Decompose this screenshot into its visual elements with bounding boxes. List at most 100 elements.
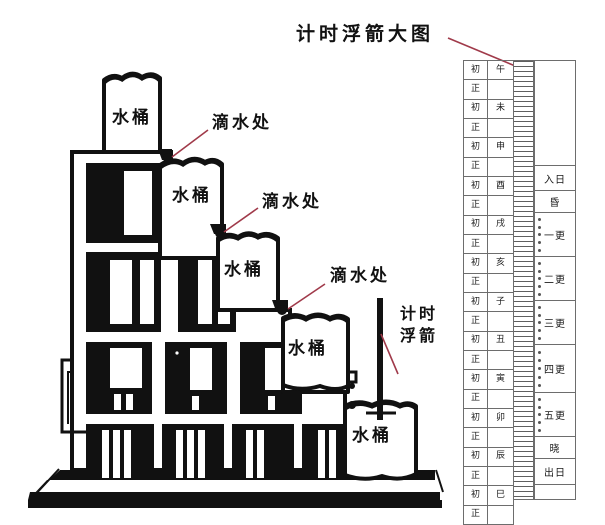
hour-part-cell: 正 [463,156,488,177]
leader-drip-2 [223,207,259,233]
hour-part-cell: 正 [463,465,488,487]
hour-row: 初亥 [463,253,514,274]
hour-part-cell: 初 [463,253,488,274]
hour-row: 初巳 [463,485,514,506]
watch-dot-marks [536,260,543,298]
night-watch-band: 五更 [535,393,575,437]
hour-part-cell: 正 [463,427,488,448]
bucket-label-5: 水桶 [352,426,392,446]
night-watch-band: 出日 [535,459,575,485]
hour-branch-cell: 辰 [487,446,514,467]
hour-part-cell: 初 [463,446,488,467]
hour-branch-cell [487,272,514,293]
hour-row: 初寅 [463,369,514,390]
night-watch-band: 三更 [535,301,575,345]
drip-label-1: 滴水处 [212,113,272,133]
night-watch-label: 三更 [544,319,566,330]
hour-part-cell: 正 [463,117,488,139]
hour-part-cell: 初 [463,137,488,158]
hour-row: 正 [463,388,514,409]
float-rod-label-line1: 计时 [400,304,439,323]
hour-branch-cell [487,233,514,255]
night-watch-label: 昏 [549,198,561,209]
float-rod-scale-column [513,60,534,500]
hour-part-cell: 初 [463,330,488,351]
night-watch-label: 一更 [544,231,566,242]
hour-part-cell: 初 [463,214,488,235]
hour-part-cell: 初 [463,291,488,313]
drip-label-3: 滴水处 [330,266,390,286]
hour-branch-cell: 未 [487,98,514,119]
night-watch-label: 五更 [544,411,566,422]
hour-row: 初辰 [463,446,514,467]
figure-title: 计时浮箭大图 [296,23,435,45]
night-watch-column: 入日昏一更二更三更四更五更晓出日 [534,60,576,500]
hour-part-cell: 正 [463,195,488,216]
bucket-label-1: 水桶 [112,108,152,128]
hour-branch-cell [487,195,514,216]
bucket-label-2: 水桶 [172,186,212,206]
night-watch-band: 四更 [535,345,575,393]
hour-row: 初未 [463,98,514,119]
hour-part-cell: 初 [463,407,488,429]
night-watch-label: 四更 [544,365,566,376]
hour-part-cell: 初 [463,485,488,506]
night-watch-label: 二更 [544,275,566,286]
hour-part-cell: 正 [463,504,488,525]
hour-row: 初申 [463,137,514,158]
hour-branch-cell [487,504,514,525]
hour-part-cell: 正 [463,388,488,409]
time-scale-chart: 初午正初未正初申正初酉正初戌正初亥正初子正初丑正初寅正初卯正初辰正初巳正 入日昏… [463,59,576,525]
float-rod-label-line2: 浮箭 [400,326,439,345]
float-rod [366,298,396,420]
hour-branch-cell [487,156,514,177]
hour-row: 正 [463,79,514,100]
hour-part-cell: 正 [463,311,488,332]
night-watch-band: 二更 [535,257,575,301]
hour-branch-cell [487,79,514,100]
hour-row: 正 [463,427,514,448]
hour-part-cell: 初 [463,59,488,81]
hour-part-cell: 初 [463,98,488,119]
hour-branch-cell: 寅 [487,369,514,390]
bucket-2-shape [158,156,224,260]
bucket-label-3: 水桶 [224,260,264,280]
hour-branch-cell: 丑 [487,330,514,351]
hour-branch-cell: 申 [487,137,514,158]
leader-drip-3 [287,283,326,310]
hour-row: 初戌 [463,214,514,235]
night-watch-band: 昏 [535,191,575,213]
night-watch-label: 晓 [549,444,561,455]
hour-row: 初酉 [463,175,514,197]
hour-table: 初午正初未正初申正初酉正初戌正初亥正初子正初丑正初寅正初卯正初辰正初巳正 [463,59,514,525]
hour-row: 正 [463,504,514,525]
hour-branch-cell [487,311,514,332]
hour-part-cell: 正 [463,79,488,100]
hour-branch-cell [487,388,514,409]
hour-part-cell: 初 [463,175,488,197]
hour-row: 初丑 [463,330,514,351]
bucket-4-shape [281,312,358,394]
hour-branch-cell: 亥 [487,253,514,274]
drip-nozzles [158,149,288,315]
leader-float-rod [380,333,399,375]
hour-branch-cell [487,427,514,448]
hour-row: 正 [463,156,514,177]
hour-branch-cell [487,465,514,487]
night-watch-band: 晓 [535,437,575,459]
hour-row: 初卯 [463,407,514,429]
hour-branch-cell [487,117,514,139]
watch-dot-marks [536,396,543,434]
hour-branch-cell [487,349,514,371]
hour-branch-cell: 巳 [487,485,514,506]
hour-branch-cell: 戌 [487,214,514,235]
hour-row: 初午 [463,59,514,81]
hour-branch-cell: 卯 [487,407,514,429]
bucket-3-shape [216,231,280,312]
drip-label-2: 滴水处 [262,192,322,212]
feed-pipe [60,358,86,434]
hour-row: 初子 [463,291,514,313]
hour-row: 正 [463,272,514,293]
